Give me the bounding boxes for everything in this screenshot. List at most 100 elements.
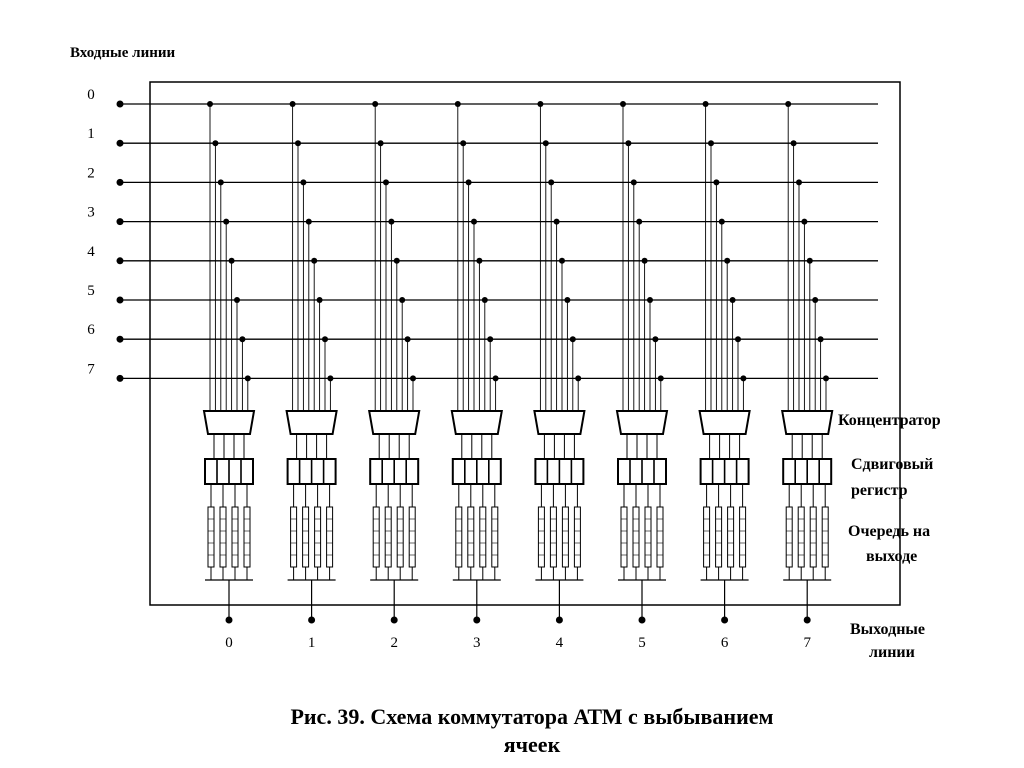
concentrator — [285, 410, 338, 435]
crosspoint-dot — [316, 297, 323, 303]
output-queue-buffer — [491, 506, 499, 568]
crosspoint-dot — [652, 336, 659, 343]
output-queue-buffer — [408, 506, 416, 568]
output-line-number: 3 — [473, 635, 481, 651]
output-lines-label-line2: линии — [869, 644, 915, 661]
crosspoint-dot — [729, 297, 736, 303]
crosspoint-dot — [289, 101, 296, 107]
crosspoint-dot — [239, 336, 246, 343]
crosspoint-dot — [393, 257, 400, 264]
crosspoint-dot — [300, 179, 307, 186]
crosspoint-dot — [388, 218, 395, 225]
output-queue-buffer — [302, 506, 310, 568]
crosspoint-dot — [724, 257, 731, 264]
input-line-number: 3 — [87, 205, 95, 221]
crosspoint-dot — [410, 375, 416, 382]
crosspoint-dot — [481, 297, 488, 303]
output-line-terminal — [721, 616, 729, 624]
crosspoint-dot — [305, 218, 312, 225]
crosspoint-dot — [492, 375, 499, 382]
crosspoint-dot — [569, 336, 576, 343]
output-queue-buffer — [561, 506, 569, 568]
figure-caption-line2: ячеек — [504, 732, 561, 757]
output-queue-buffer — [727, 506, 735, 568]
crosspoint-dot — [735, 336, 741, 343]
output-queue-buffer — [219, 506, 227, 568]
crosspoint-dot — [559, 257, 565, 264]
concentrator-label: Концентратор — [838, 412, 941, 429]
output-line-terminal — [390, 616, 398, 624]
crosspoint-dot — [575, 375, 582, 382]
crosspoint-dot — [311, 257, 318, 264]
input-line-terminal — [116, 218, 124, 226]
concentrator — [781, 410, 834, 435]
output-queue-buffer — [372, 506, 380, 568]
output-queue-buffer — [455, 506, 463, 568]
output-queue-buffer — [632, 506, 640, 568]
crosspoint-dot — [207, 101, 213, 107]
crosspoint-dot — [713, 179, 720, 186]
input-line-terminal — [116, 257, 124, 265]
input-line-number: 0 — [87, 87, 95, 103]
input-line-terminal — [116, 335, 124, 343]
crosspoint-dot — [647, 297, 653, 303]
crosspoint-dot — [785, 101, 792, 107]
crosspoint-dot — [564, 297, 571, 303]
concentrator — [202, 410, 256, 435]
crosspoint-dot — [471, 218, 477, 225]
output-line-terminal — [638, 616, 646, 624]
crosspoint-dot — [476, 257, 483, 264]
output-line-terminal — [803, 616, 811, 624]
output-queue-buffer — [243, 506, 251, 568]
output-line-number: 1 — [308, 635, 316, 651]
output-queue-buffer — [396, 506, 404, 568]
crosspoint-dot — [542, 140, 549, 147]
output-queue-buffer — [549, 506, 557, 568]
output-queue-buffer — [785, 506, 793, 568]
output-line-terminal — [555, 616, 563, 624]
output-queue-buffer — [231, 506, 239, 568]
output-line-number: 7 — [803, 635, 811, 651]
crosspoint-dot — [801, 218, 808, 225]
crosspoint-dot — [487, 336, 494, 343]
crosspoint-dot — [817, 336, 824, 343]
output-queue-buffer — [739, 506, 747, 568]
switch-frame — [149, 81, 901, 606]
crosspoint-dot — [553, 218, 560, 225]
input-line-terminal — [116, 374, 124, 382]
crosspoint-dot — [641, 257, 648, 264]
crosspoint-dot — [620, 101, 626, 107]
output-line-number: 0 — [225, 635, 233, 651]
output-queue-buffer — [797, 506, 805, 568]
crosspoint-dot — [377, 140, 384, 147]
crosspoint-dot — [630, 179, 637, 186]
input-line-number: 5 — [87, 283, 95, 299]
crosspoint-dot — [740, 375, 747, 382]
output-queue-buffer — [384, 506, 392, 568]
output-line-terminal — [308, 616, 316, 624]
crosspoint-dot — [327, 375, 334, 382]
input-lines-label: Входные линии — [70, 45, 175, 61]
input-line-number: 1 — [87, 126, 95, 142]
output-line-number: 2 — [390, 635, 398, 651]
shift-register-label-line1: Сдвиговый — [851, 456, 933, 473]
crosspoint-dot — [234, 297, 240, 303]
crosspoint-dot — [812, 297, 819, 303]
input-line-number: 2 — [87, 165, 95, 181]
crosspoint-dot — [460, 140, 467, 147]
crosspoint-dot — [372, 101, 379, 107]
crosspoint-dot — [625, 140, 632, 147]
crosspoint-dot — [465, 179, 472, 186]
crosspoint-dot — [718, 218, 725, 225]
input-line-terminal — [116, 296, 124, 304]
crosspoint-dot — [322, 336, 328, 343]
output-queue-buffer — [656, 506, 664, 568]
output-lines-label-line1: Выходные — [850, 621, 925, 638]
output-line-number: 5 — [638, 635, 646, 651]
output-queue-buffer — [467, 506, 475, 568]
concentrator — [368, 410, 421, 435]
concentrator — [698, 410, 751, 435]
crosspoint-dot — [217, 179, 224, 186]
crosspoint-dot — [404, 336, 411, 343]
